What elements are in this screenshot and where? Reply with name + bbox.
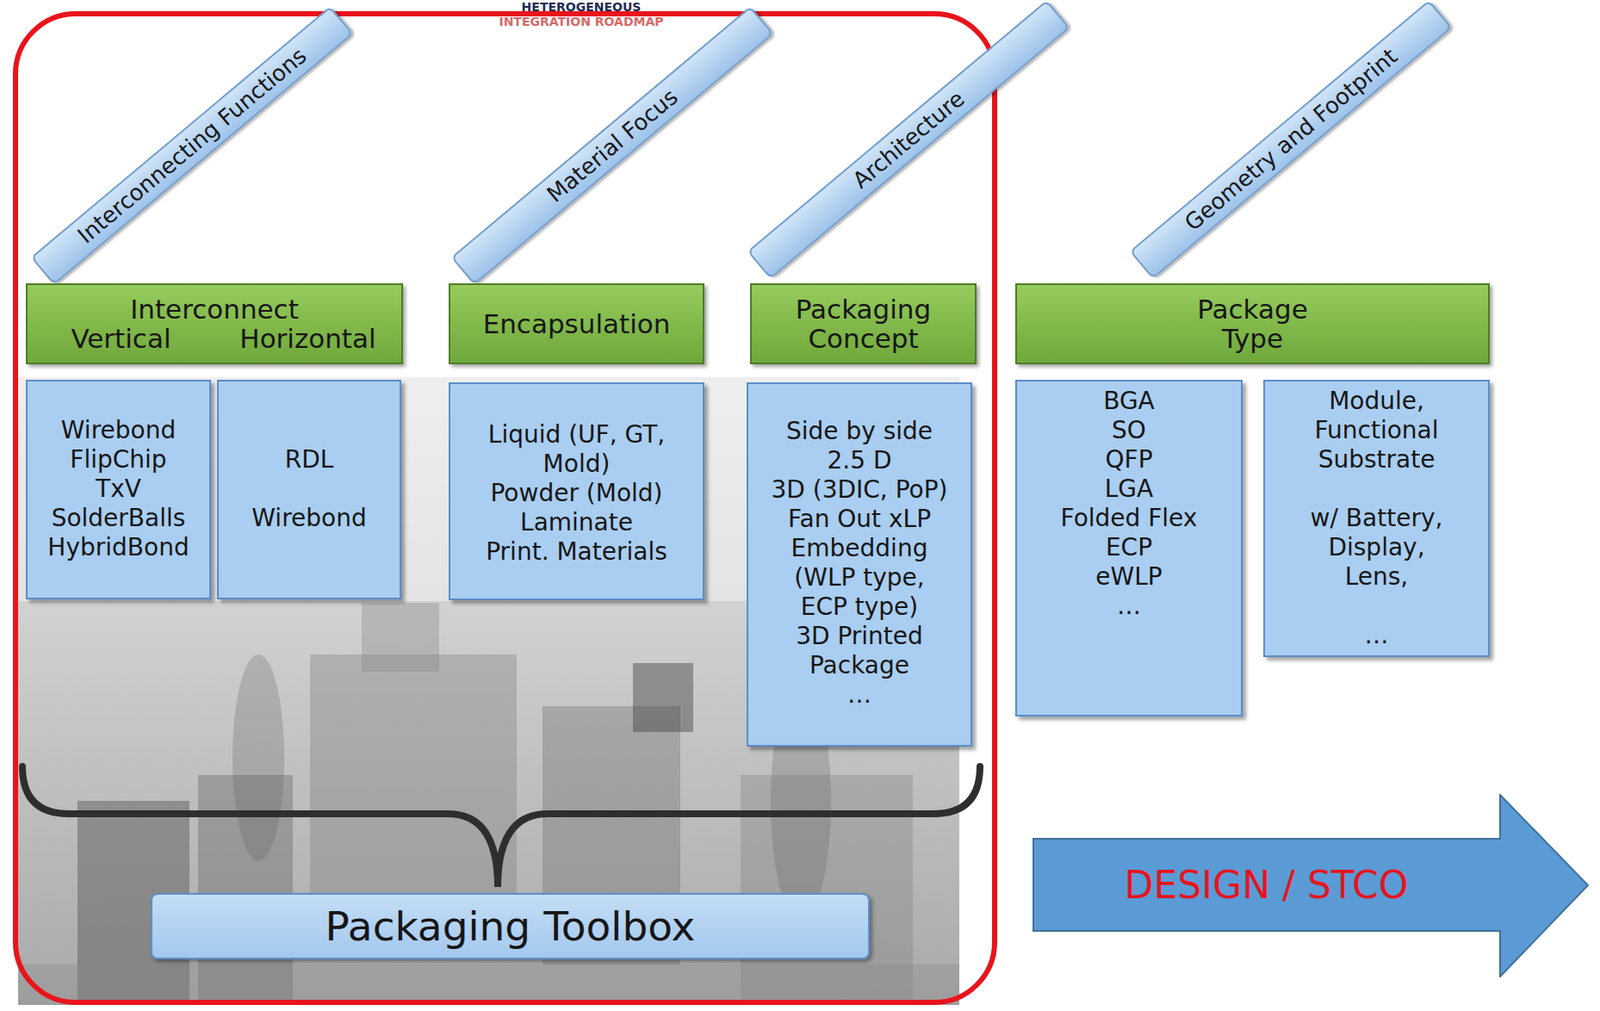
arrow-polygon [1033,794,1588,977]
watermark-text: INTEGRATION ROADMAP [477,14,685,29]
label-text: Embedding (WLP type, ECP type) [777,533,942,622]
label-text: Folded Flex [1060,503,1198,534]
label-text: DESIGN / STCO [1032,838,1501,931]
label-text: Encapsulation [483,309,671,339]
label-text: Vertical [27,323,215,354]
label-text: Wirebond [251,503,366,534]
label-text: LGA [1104,474,1154,504]
design-arrow: DESIGN / STCO [1032,793,1590,978]
label-text: Side by side [786,416,933,447]
category-bar: Material Focus [451,6,775,286]
category-header: InterconnectVerticalHorizontal [25,283,404,365]
item-list-box: WirebondFlipChipTxVSolderBallsHybridBond [25,379,211,600]
category-header: Encapsulation [448,283,705,365]
label-text: Packaging Concept [764,294,963,354]
item-list-box: Side by side2.5 D3D (3DIC, PoP)Fan Out x… [746,382,973,747]
header-row: VerticalHorizontal [27,323,402,354]
label-text: QFP [1104,445,1153,475]
item-list-box: Module, Functional Substrate w/ Battery, … [1263,379,1490,658]
label-text: Liquid (UF, GT, Mold) [458,420,695,479]
curly-brace [22,766,980,887]
toolbox-box: Packaging Toolbox [150,893,870,960]
label-text: 3D Printed Package [777,621,942,681]
label-text: … [1364,620,1390,651]
label-text: 3D (3DIC, PoP) [770,475,948,505]
label-text: HybridBond [47,533,189,563]
label-text: Horizontal [214,323,402,354]
label-text: 2.5 D [827,446,893,476]
label-text: Packaging Toolbox [325,902,696,950]
label-text: … [1116,591,1142,621]
label-text: Powder (Mold) [489,478,663,509]
label-text: BGA [1103,386,1155,416]
label-text: Wirebond [61,415,176,446]
category-bar: Geometry and Footprint [1129,0,1453,280]
label-text: TxV [95,474,142,504]
label-text: RDL [285,445,335,475]
category-bar: Architecture [747,0,1071,280]
label-text: Laminate [520,508,633,538]
label-text: … [847,680,872,710]
label-text: Interconnecting Functions [72,42,311,249]
label-text: ECP [1105,533,1153,563]
label-text: Geometry and Footprint [1179,43,1402,236]
watermark-text: HETEROGENEOUS [495,0,668,14]
label-text: Material Focus [541,83,683,208]
category-bar: Interconnecting Functions [31,6,354,286]
category-header: Package Type [1015,283,1490,365]
category-header: Packaging Concept [750,283,977,365]
label-text: eWLP [1095,562,1162,592]
item-list-box: Liquid (UF, GT, Mold)Powder (Mold)Lamina… [448,382,705,601]
label-text: Module, Functional Substrate [1295,386,1459,475]
item-list-box: BGASOQFPLGAFolded FlexECPeWLP… [1015,379,1243,717]
label-text: SolderBalls [51,503,187,534]
label-text: Package Type [1179,294,1327,354]
toolbox-outline [15,13,995,1003]
label-text: w/ Battery, Display, Lens, [1295,503,1459,592]
label-text: Print. Materials [485,537,668,567]
item-list-box: RDL Wirebond [217,379,402,600]
label-text: SO [1111,415,1147,446]
label-text: Fan Out xLP [787,504,931,534]
label-text: Architecture [847,85,969,193]
label-text: Interconnect [130,294,299,324]
label-text: FlipChip [69,445,167,475]
